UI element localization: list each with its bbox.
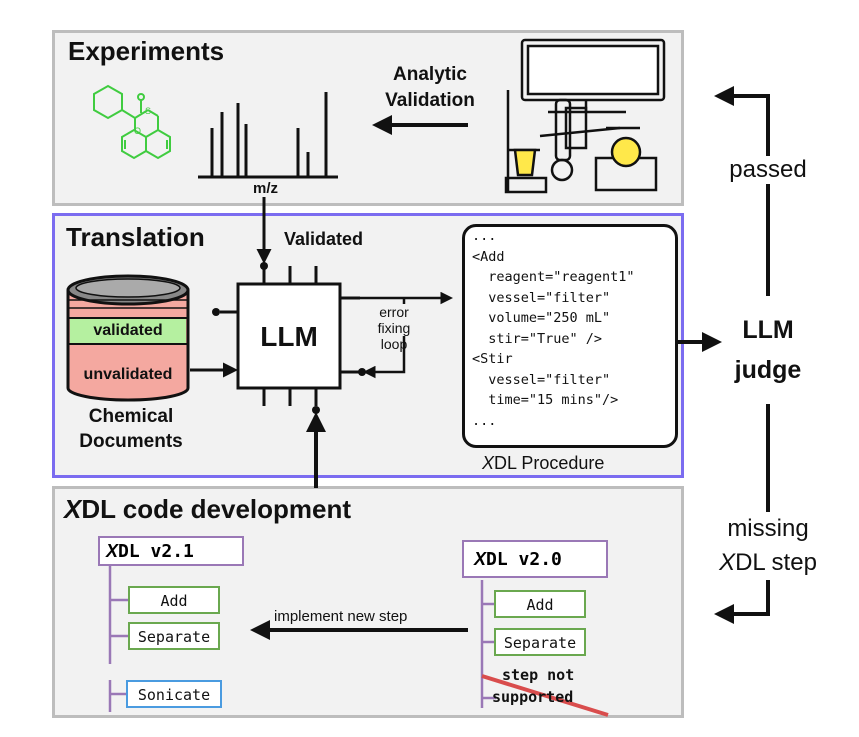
v20-rest: DL v2.0 (486, 549, 562, 570)
code-line: time="15 mins"/> (472, 392, 619, 408)
code-line: <Add (472, 248, 505, 265)
mz-label: m/z (253, 180, 279, 197)
xdl-v21-header: XDL v2.1 (98, 536, 244, 566)
v21-step-sonicate: Sonicate (126, 680, 222, 708)
molecule-icon (93, 84, 171, 160)
analytic-line2: Validation (385, 90, 475, 111)
v21-step-add: Add (128, 586, 220, 614)
code-line: volume="250 mL" (472, 310, 611, 326)
llm-label: LLM (260, 321, 318, 352)
code-line: vessel="filter" (472, 289, 611, 306)
xdl-title-rest: DL code development (81, 494, 352, 524)
mass-spectrum-icon (198, 92, 338, 179)
validated-label: Validated (284, 229, 364, 249)
procedure-x: X (482, 453, 495, 473)
v20-x: X (474, 549, 487, 569)
svg-text:O: O (134, 126, 141, 136)
v20-title: XDL v2.0 (474, 549, 562, 570)
xdl-v20-header: XDL v2.0 (462, 540, 608, 578)
unsupported-line1: step not (502, 666, 575, 684)
analytic-line1: Analytic (393, 64, 467, 85)
code-line: ... (472, 228, 497, 244)
error-line1: error (379, 304, 409, 320)
implement-new-step-label: implement new step (274, 608, 408, 625)
passed-label: passed (706, 156, 830, 184)
xdl-procedure-label: XDL Procedure (482, 453, 604, 474)
missing-x: X (719, 549, 736, 576)
docs-line1: Chemical (88, 406, 174, 427)
judge-line1: LLM (742, 316, 794, 344)
unsupported-line2: supported (492, 688, 574, 706)
missing-step-label: missing XDL step (698, 512, 838, 580)
drum-unvalidated-label: unvalidated (83, 366, 173, 383)
unsupported-step-label: step not supported (492, 664, 574, 708)
v21-step-separate: Separate (128, 622, 220, 650)
xdl-title-x: X (64, 494, 82, 524)
docs-line2: Documents (79, 431, 183, 452)
llm-chip-icon (220, 266, 360, 406)
svg-text:S: S (145, 106, 151, 116)
v20-step-add: Add (494, 590, 586, 618)
judge-line2: judge (734, 356, 802, 384)
missing-line2: XDL step (698, 546, 838, 580)
v20-tree (480, 580, 496, 708)
code-line: reagent="reagent1" (472, 269, 635, 285)
error-loop-label: error fixing loop (352, 304, 436, 352)
error-line2: fixing (352, 320, 436, 336)
v20-step-separate: Separate (494, 628, 586, 656)
llm-judge-label: LLM judge (712, 310, 824, 390)
code-line: stir="True" /> (472, 330, 603, 347)
documents-drum-icon (66, 274, 190, 402)
xdl-code-box (462, 224, 678, 448)
v21-title: XDL v2.1 (106, 541, 194, 562)
error-line3: loop (380, 336, 408, 352)
lab-equipment-icon (504, 38, 666, 194)
unsupported-strike (481, 674, 609, 717)
passed-arrow (714, 86, 770, 296)
drum-validated-label: validated (93, 322, 163, 339)
translation-title: Translation (66, 222, 205, 252)
analytic-validation-label: Analytic Validation (370, 62, 490, 114)
code-line: ... (472, 412, 497, 429)
chemical-documents-label: Chemical Documents (56, 404, 206, 454)
v21-rest: DL v2.1 (118, 541, 194, 562)
procedure-rest: DL Procedure (494, 453, 605, 473)
missing-line1: missing (727, 515, 809, 542)
xdl-title: XDL code development (64, 494, 351, 525)
missing-step-arrow (714, 404, 770, 624)
experiments-title: Experiments (68, 36, 225, 66)
v21-tree (108, 566, 128, 712)
v21-x: X (106, 541, 119, 561)
code-line: <Stir (472, 351, 513, 367)
code-line: vessel="filter" (472, 371, 611, 388)
missing-rest: DL step (735, 549, 817, 576)
